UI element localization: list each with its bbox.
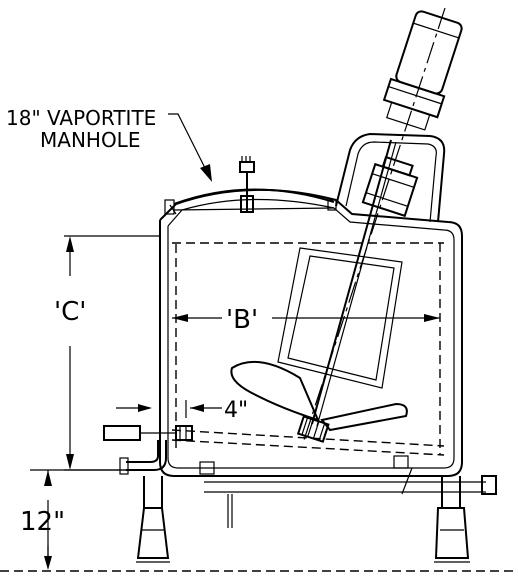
dimension-4-label: 4" bbox=[224, 398, 248, 423]
dimension-b bbox=[172, 314, 440, 322]
dimension-c bbox=[64, 235, 160, 471]
agitator-motor bbox=[303, 7, 463, 441]
agitator-shaft bbox=[230, 139, 408, 443]
dimension-b-label: 'B' bbox=[226, 305, 258, 335]
dimension-12-label: 12" bbox=[20, 507, 65, 537]
manhole-lid bbox=[164, 156, 337, 215]
dimension-12 bbox=[0, 469, 518, 572]
dimension-4 bbox=[116, 400, 222, 418]
dimension-c-label: 'C' bbox=[54, 297, 86, 327]
tank-shell bbox=[159, 188, 463, 477]
manhole-label-line1: 18" VAPORTITE bbox=[6, 106, 156, 130]
manhole-leader bbox=[168, 113, 212, 182]
tank-base bbox=[103, 425, 497, 563]
manhole-label-line2: MANHOLE bbox=[40, 128, 140, 152]
